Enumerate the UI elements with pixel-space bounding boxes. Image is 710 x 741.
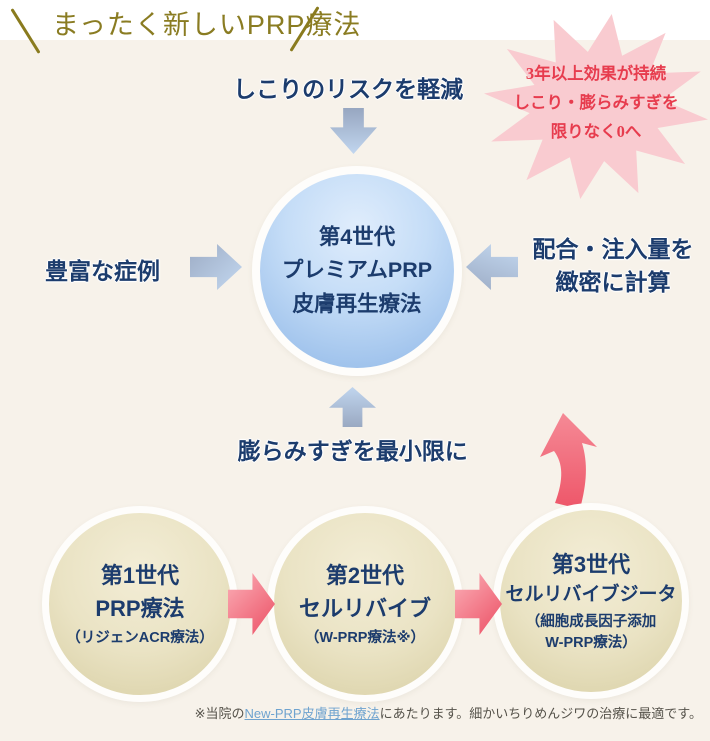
starburst-text: 3年以上効果が持続 しこり・膨らみすぎを 限りなく0へ (488, 60, 704, 147)
starburst-badge: 3年以上効果が持続 しこり・膨らみすぎを 限りなく0へ (478, 8, 710, 205)
benefit-bottom-label: 膨らみすぎを最小限に (237, 438, 468, 464)
gen3-note: （細胞成長因子添加 W-PRP療法） (505, 612, 676, 654)
gen4-premium-prp-circle: 第4世代 プレミアムPRP 皮膚再生療法 (252, 166, 462, 376)
gen4-line-1: 第4世代 (318, 225, 396, 250)
curved-up-arrow-icon (540, 413, 597, 509)
footnote-suffix: にあたります。細かいちりめんジワの治療に最適です。 (379, 706, 702, 721)
footnote-prefix: ※当院の (194, 706, 245, 721)
starburst-line-3: 限りなく0へ (550, 121, 642, 141)
gen2-circle: 第2世代 セルリバイブ （W-PRP療法※） (267, 506, 463, 702)
benefit-top-label: しこりのリスクを軽減 (233, 76, 464, 102)
gen4-circle-text: 第4世代 プレミアムPRP 皮膚再生療法 (282, 221, 432, 321)
gen4-line-3: 皮膚再生療法 (292, 291, 422, 316)
gen1-name: PRP療法 (95, 595, 185, 621)
benefit-right-line-2: 緻密に計算 (555, 269, 671, 296)
gen2-title: 第2世代 (325, 562, 405, 588)
gen1-title: 第1世代 (100, 562, 180, 588)
gen3-name: セルリバイブジータ (505, 583, 677, 605)
starburst-line-1: 3年以上効果が持続 (525, 64, 667, 83)
arrow-up-icon (329, 387, 376, 427)
footnote: ※当院のNew-PRP皮膚再生療法にあたります。細かいちりめんジワの治療に最適で… (195, 703, 702, 722)
footnote-link[interactable]: New-PRP皮膚再生療法 (244, 706, 380, 721)
gen3-title: 第3世代 (551, 551, 631, 577)
gen2-text: 第2世代 セルリバイブ （W-PRP療法※） (299, 559, 431, 649)
gen2-name: セルリバイブ (298, 595, 431, 621)
starburst-line-2: しこり・膨らみすぎを (513, 92, 679, 112)
gen3-text: 第3世代 セルリバイブジータ （細胞成長因子添加 W-PRP療法） (505, 548, 676, 655)
benefit-right-line-1: 配合・注入量を (532, 236, 694, 262)
gen1-text: 第1世代 PRP療法 （リジェンACR療法） (66, 559, 213, 649)
gen3-note-line-1: （細胞成長因子添加 (525, 614, 657, 631)
gen1-note: （リジェンACR療法） (66, 629, 214, 646)
gen3-circle: 第3世代 セルリバイブジータ （細胞成長因子添加 W-PRP療法） (493, 503, 689, 699)
header-band (0, 0, 710, 40)
benefit-right-label: 配合・注入量を 緻密に計算 (523, 233, 703, 300)
benefit-left-label: 豊富な症例 (45, 258, 160, 284)
gen2-note: （W-PRP療法※） (304, 629, 426, 646)
arrow-left-icon (466, 244, 518, 290)
page-title: まったく新しいPRP療法 (52, 10, 362, 40)
gen1-circle: 第1世代 PRP療法 （リジェンACR療法） (42, 506, 238, 702)
starburst-icon (483, 13, 709, 200)
gen4-line-2: プレミアムPRP (281, 258, 433, 283)
arrow-right-icon (190, 244, 242, 290)
gen3-note-line-2: W-PRP療法） (545, 635, 637, 652)
arrow-down-icon (330, 108, 377, 154)
